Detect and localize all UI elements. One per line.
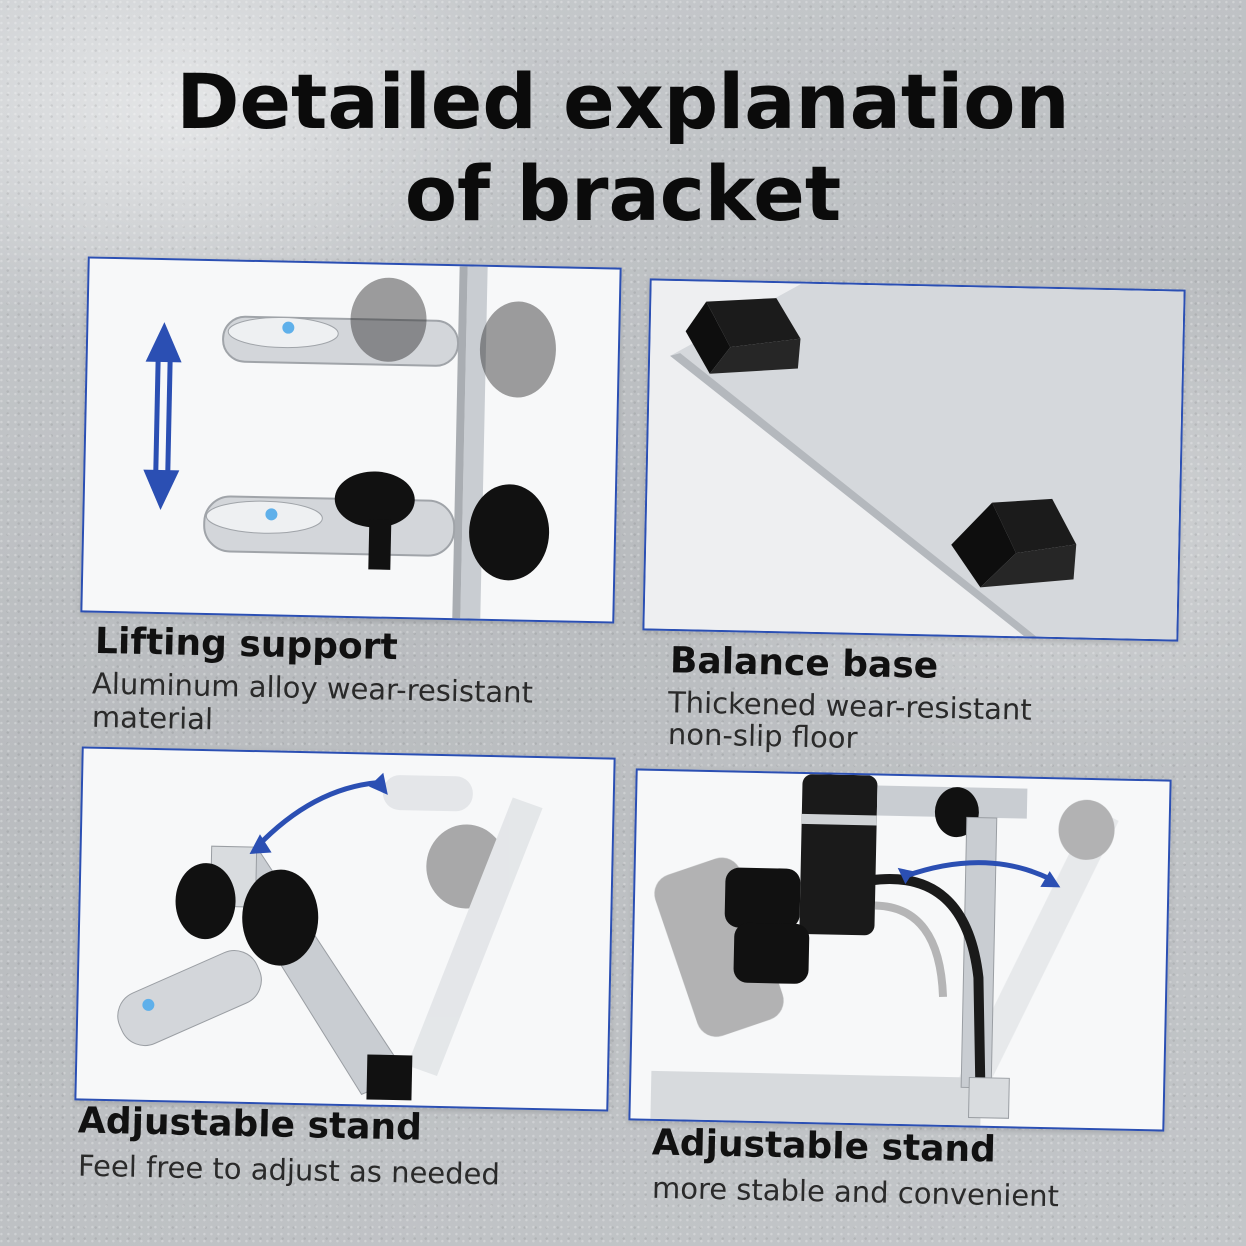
rubber-foot-bottom — [951, 498, 1077, 588]
feature-desc-lifting-support-2: material — [91, 699, 214, 737]
feature-heading-adjustable-stand-1: Adjustable stand — [77, 1100, 423, 1149]
adjustable-stand-image-1 — [74, 746, 616, 1112]
feature-desc-balance-base-2: non-slip floor — [667, 717, 858, 755]
balance-base-illustration — [644, 280, 1184, 640]
curved-arrow-icon-2 — [904, 860, 1052, 882]
up-down-arrow-icon — [143, 322, 182, 511]
feature-heading-balance-base: Balance base — [669, 640, 939, 687]
balance-base-image — [642, 278, 1186, 642]
microscope-and-arm — [724, 774, 1028, 1119]
adjustable-stand-illustration-2 — [650, 774, 1119, 1126]
feature-desc-adjustable-stand-1: Feel free to adjust as needed — [77, 1148, 501, 1192]
rubber-foot-top — [685, 298, 801, 374]
arm-assembly — [117, 845, 413, 1101]
lifting-support-image — [80, 256, 622, 624]
lifting-support-illustration — [143, 266, 556, 619]
page-title-line-2: of bracket — [404, 149, 842, 238]
lower-clamp — [203, 471, 550, 581]
adjustable-stand-image-2 — [628, 768, 1172, 1132]
feature-heading-lifting-support: Lifting support — [94, 620, 399, 669]
ghost-microscope — [654, 799, 1119, 1091]
feature-desc-adjustable-stand-2: more stable and convenient — [651, 1170, 1060, 1214]
page-title-line-1: Detailed explanation — [176, 57, 1070, 146]
adjustable-stand-illustration-1 — [117, 772, 543, 1101]
feature-heading-adjustable-stand-2: Adjustable stand — [651, 1122, 997, 1171]
upper-clamp — [222, 277, 556, 398]
curved-arrow-icon — [254, 780, 379, 849]
ghost-arm — [382, 775, 543, 1076]
